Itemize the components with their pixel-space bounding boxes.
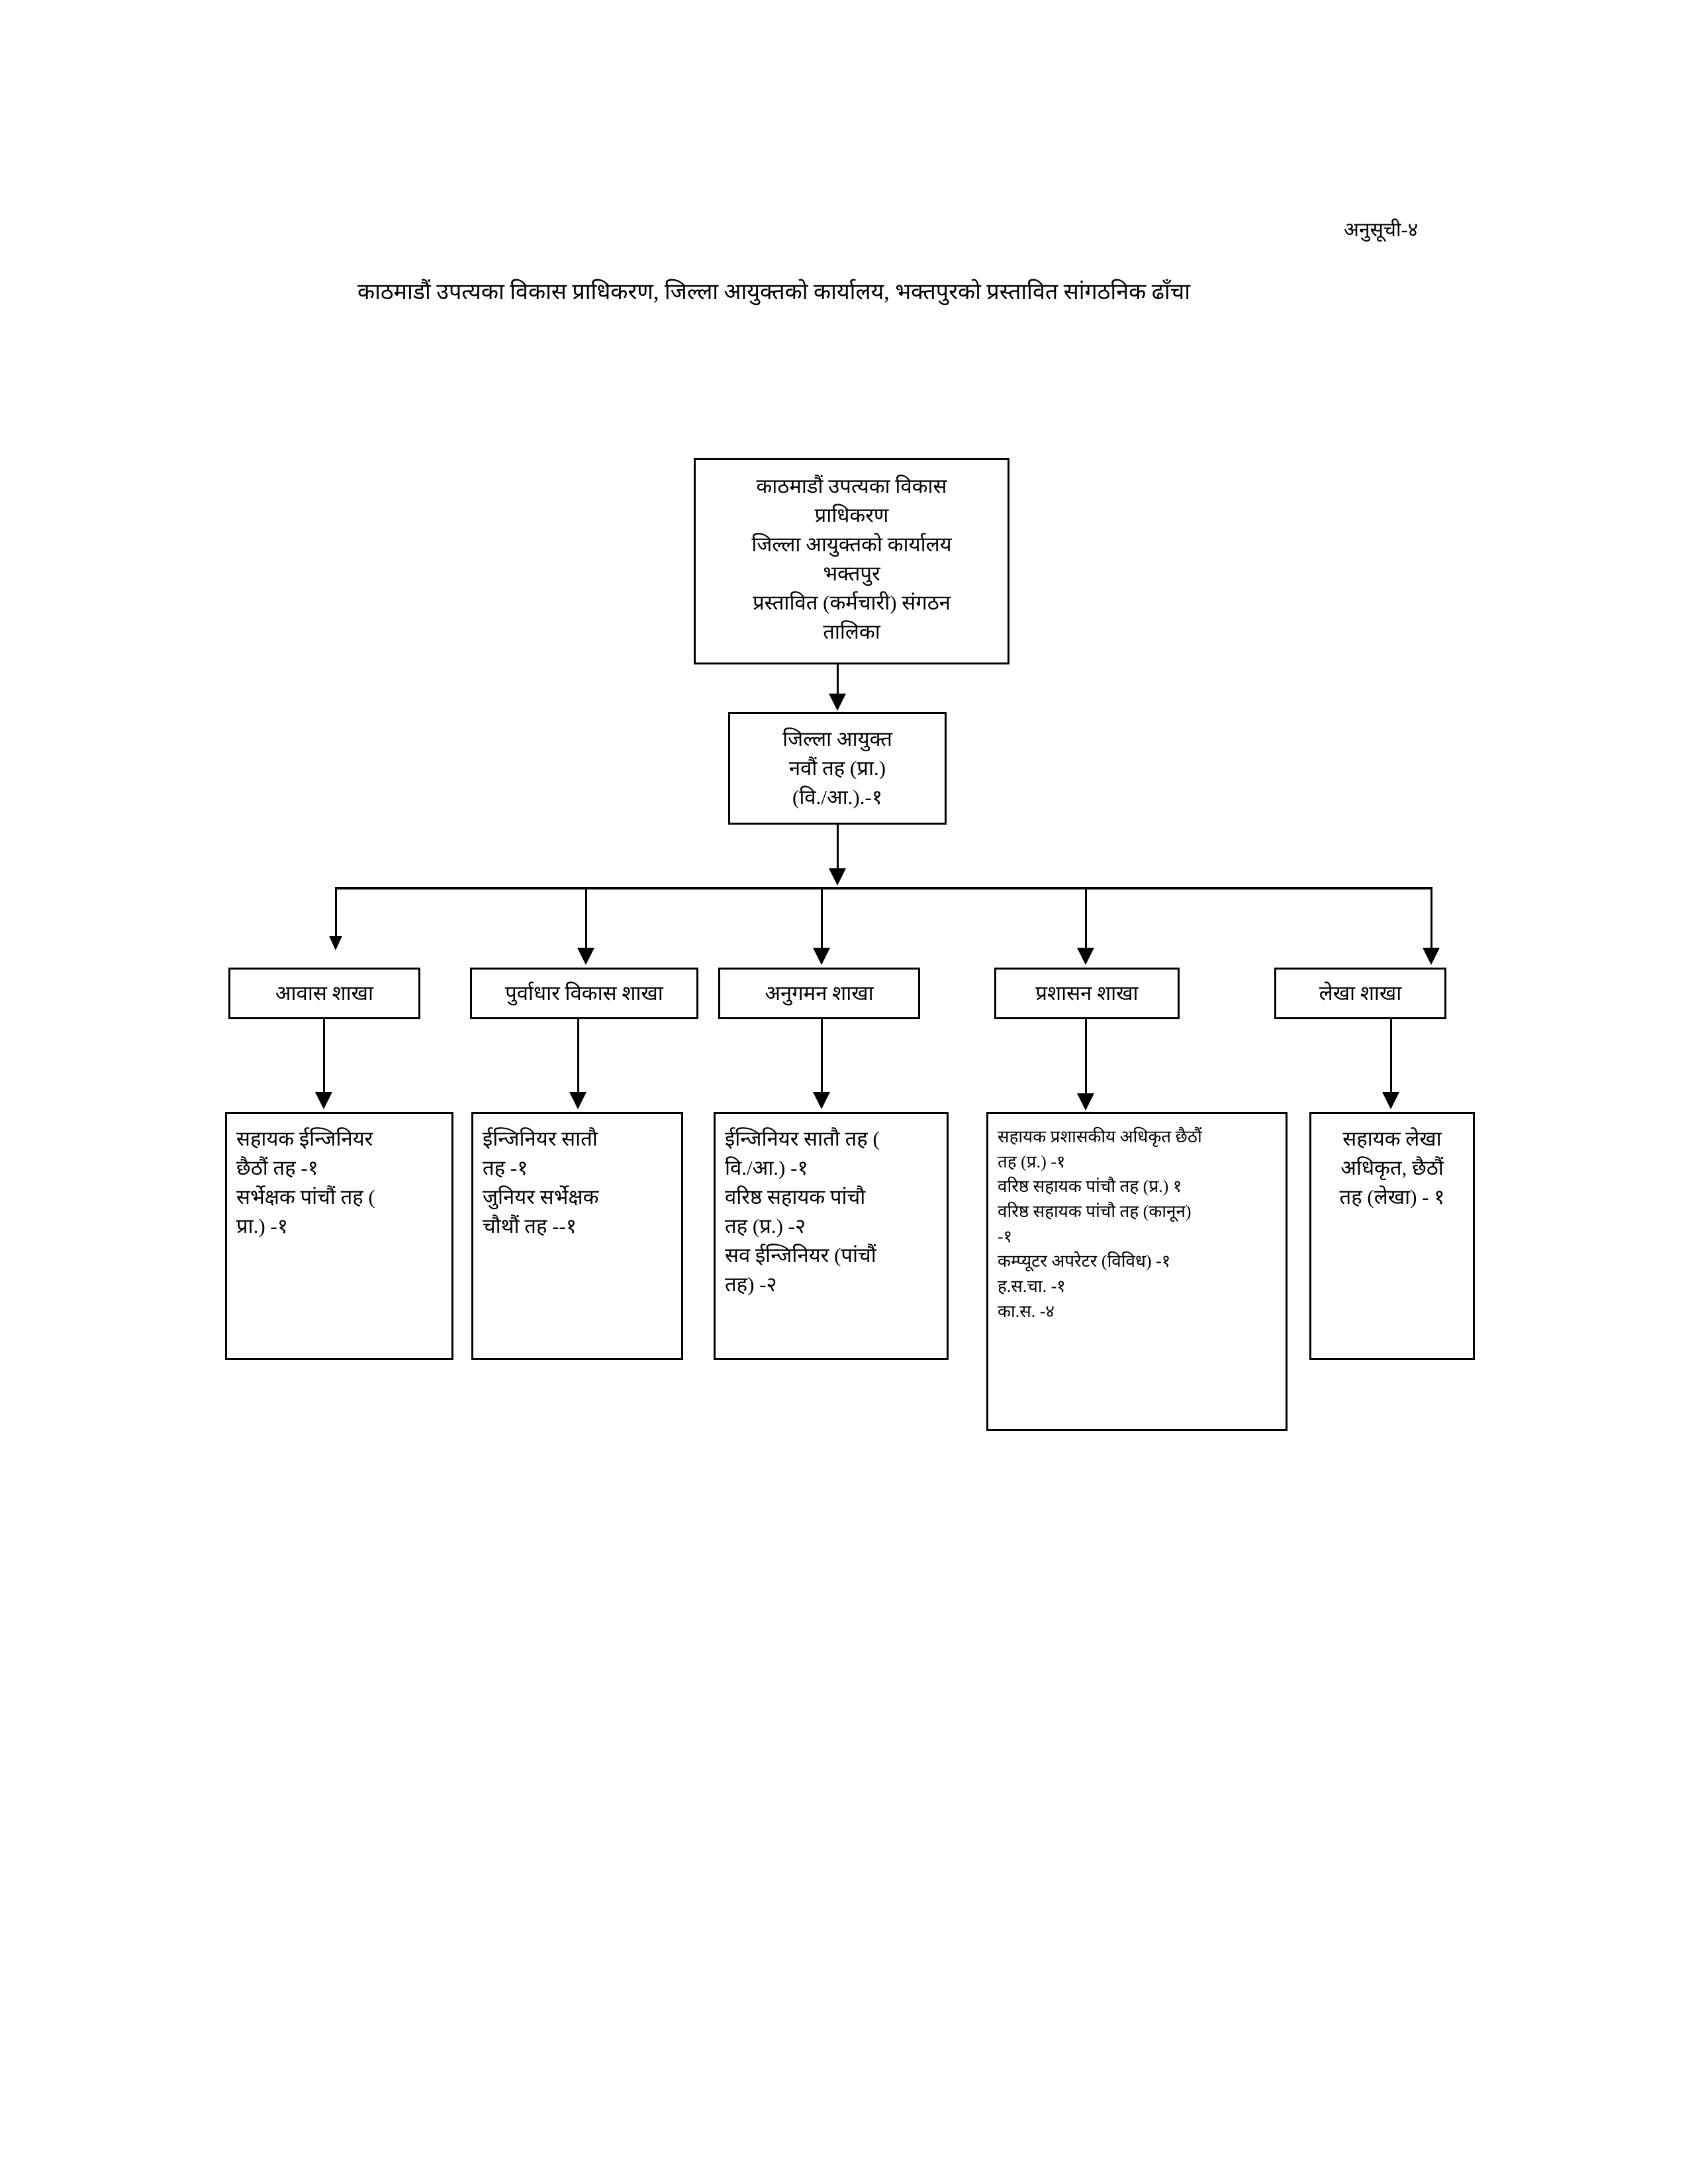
arrowhead-branch-infrastructure-development <box>577 948 594 965</box>
arrowhead-staff-accounts <box>1382 1092 1399 1109</box>
branch-label-wrap: अनुगमन शाखा <box>720 970 918 1017</box>
staff-line: तह) -२ <box>725 1273 777 1297</box>
staff-line: का.स. -४ <box>998 1301 1055 1321</box>
drop-to-branch-accounts <box>1430 887 1432 952</box>
staff-line: तह (प्र.) -२ <box>725 1214 806 1238</box>
arrowhead-branch-housing <box>329 936 342 950</box>
commissioner-line: (वि./आ.).-१ <box>792 786 882 809</box>
distributor-bar <box>335 887 1432 889</box>
staff-line: वरिष्ठ सहायक पांचौ <box>725 1185 866 1209</box>
staff-line: वि./आ.) -१ <box>725 1156 808 1180</box>
org-node-district-commissioner: जिल्ला आयुक्त नवौं तह (प्रा.) (वि./आ.).-… <box>728 712 947 825</box>
staff-line: -१ <box>998 1226 1013 1246</box>
branch-label-wrap: प्रशासन शाखा <box>996 970 1178 1017</box>
connector-housing-to-staff <box>323 1019 325 1092</box>
staff-line: छैठौं तह -१ <box>236 1156 318 1180</box>
branch-label: लेखा शाखा <box>1319 981 1402 1005</box>
org-node-root: काठमाडौं उपत्यका विकास प्राधिकरण जिल्ला … <box>694 458 1009 664</box>
root-line: भक्तपुर <box>823 562 880 586</box>
branch-label-wrap: पुर्वाधार विकास शाखा <box>472 970 696 1017</box>
org-node-branch-administration: प्रशासन शाखा <box>994 968 1180 1019</box>
branch-label: अनुगमन शाखा <box>765 981 874 1005</box>
staff-line: ह.स.चा. -१ <box>998 1277 1066 1297</box>
staff-line: सहायक प्रशासकीय अधिकृत छैठौं <box>998 1127 1202 1146</box>
branch-label: आवास शाखा <box>275 981 374 1005</box>
branch-label: पुर्वाधार विकास शाखा <box>505 981 663 1005</box>
staff-lines: ईन्जिनियर सातौ तह ( वि./आ.) -१ वरिष्ठ सह… <box>716 1114 947 1307</box>
staff-lines: ईन्जिनियर सातौ तह -१ जुनियर सर्भेक्षक चौ… <box>473 1114 681 1249</box>
staff-line: वरिष्ठ सहायक पांचौ तह (प्र.) १ <box>998 1177 1182 1197</box>
arrowhead-staff-administration <box>1077 1093 1094 1111</box>
staff-line: सहायक लेखा <box>1342 1127 1442 1150</box>
staff-line: ईन्जिनियर सातौ तह ( <box>725 1127 880 1150</box>
staff-lines: सहायक ईन्जिनियर छैठौं तह -१ सर्भेक्षक पा… <box>227 1114 451 1249</box>
page-title: काठमाडौं उपत्यका विकास प्राधिकरण, जिल्ला… <box>357 280 1191 304</box>
commissioner-node-lines: जिल्ला आयुक्त नवौं तह (प्रा.) (वि./आ.).-… <box>730 714 945 819</box>
branch-label-wrap: आवास शाखा <box>230 970 418 1017</box>
arrowhead-staff-housing <box>315 1092 332 1109</box>
arrowhead-distributor <box>829 868 846 886</box>
staff-line: प्रा.) -१ <box>236 1214 288 1238</box>
staff-line: तह (लेखा) - १ <box>1339 1185 1445 1209</box>
staff-line: अधिकृत, छैठौं <box>1340 1156 1444 1180</box>
staff-line: तह (प्र.) -१ <box>998 1152 1066 1171</box>
staff-line: सर्भेक्षक पांचौं तह ( <box>236 1185 375 1209</box>
staff-lines: सहायक लेखा अधिकृत, छैठौं तह (लेखा) - १ <box>1311 1114 1473 1220</box>
staff-lines: सहायक प्रशासकीय अधिकृत छैठौं तह (प्र.) -… <box>988 1114 1286 1332</box>
staff-list-accounts: सहायक लेखा अधिकृत, छैठौं तह (लेखा) - १ <box>1309 1112 1475 1360</box>
staff-line: तह -१ <box>483 1156 528 1180</box>
arrowhead-staff-monitoring <box>813 1092 830 1109</box>
drop-to-branch-infrastructure-development <box>585 887 587 952</box>
arrowhead-commissioner <box>829 694 846 711</box>
root-line: जिल्ला आयुक्तको कार्यालय <box>751 533 952 557</box>
root-line: प्रस्तावित (कर्मचारी) संगठन <box>753 591 951 615</box>
root-line: तालिका <box>823 620 880 644</box>
staff-line: सव ईन्जिनियर (पांचौं <box>725 1244 876 1267</box>
root-node-lines: काठमाडौं उपत्यका विकास प्राधिकरण जिल्ला … <box>696 460 1008 653</box>
org-node-branch-housing: आवास शाखा <box>228 968 420 1019</box>
branch-label-wrap: लेखा शाखा <box>1276 970 1444 1017</box>
connector-monitoring-to-staff <box>821 1019 823 1092</box>
org-node-branch-monitoring: अनुगमन शाखा <box>718 968 920 1019</box>
staff-list-housing: सहायक ईन्जिनियर छैठौं तह -१ सर्भेक्षक पा… <box>225 1112 453 1360</box>
arrowhead-branch-administration <box>1077 948 1094 965</box>
org-node-branch-infrastructure-development: पुर्वाधार विकास शाखा <box>470 968 698 1019</box>
staff-line: कम्प्यूटर अपरेटर (विविध) -१ <box>998 1251 1171 1271</box>
drop-to-branch-housing <box>335 887 337 940</box>
drop-to-branch-monitoring <box>821 887 823 952</box>
root-line: प्राधिकरण <box>814 504 889 527</box>
staff-list-administration: सहायक प्रशासकीय अधिकृत छैठौं तह (प्र.) -… <box>986 1112 1288 1431</box>
staff-list-monitoring: ईन्जिनियर सातौ तह ( वि./आ.) -१ वरिष्ठ सह… <box>714 1112 949 1360</box>
root-line: काठमाडौं उपत्यका विकास <box>756 475 947 498</box>
staff-line: सहायक ईन्जिनियर <box>236 1127 373 1150</box>
commissioner-line: जिल्ला आयुक्त <box>782 727 892 751</box>
staff-line: जुनियर सर्भेक्षक <box>483 1185 599 1209</box>
connector-administration-to-staff <box>1085 1019 1087 1093</box>
staff-line: वरिष्ठ सहायक पांचौ तह (कानून) <box>998 1202 1192 1222</box>
branch-label: प्रशासन शाखा <box>1035 981 1139 1005</box>
schedule-label: अनुसूची-४ <box>1344 219 1419 241</box>
connector-accounts-to-staff <box>1390 1019 1392 1092</box>
arrowhead-staff-infrastructure-development <box>569 1092 586 1109</box>
staff-list-infrastructure-development: ईन्जिनियर सातौ तह -१ जुनियर सर्भेक्षक चौ… <box>471 1112 683 1360</box>
arrowhead-branch-accounts <box>1423 948 1440 965</box>
connector-root-to-commissioner <box>837 664 839 695</box>
staff-line: चौथौं तह --१ <box>483 1214 577 1238</box>
commissioner-line: नवौं तह (प्रा.) <box>788 756 886 780</box>
arrowhead-branch-monitoring <box>813 948 830 965</box>
drop-to-branch-administration <box>1085 887 1087 952</box>
org-node-branch-accounts: लेखा शाखा <box>1274 968 1446 1019</box>
staff-line: ईन्जिनियर सातौ <box>483 1127 598 1150</box>
connector-infrastructure-development-to-staff <box>577 1019 579 1092</box>
connector-commissioner-stem <box>837 825 839 883</box>
